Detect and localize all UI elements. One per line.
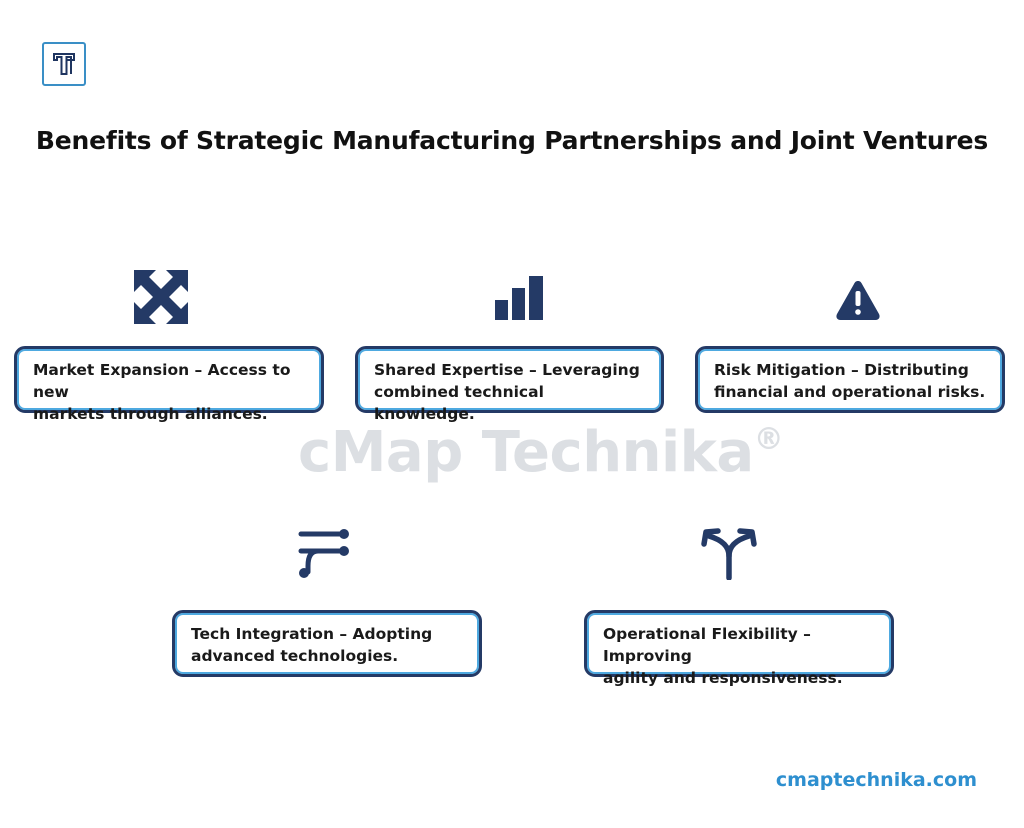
cross-arrows-icon bbox=[134, 270, 188, 324]
watermark: cMap Technika® bbox=[298, 420, 784, 485]
benefit-card-shared-expertise: Shared Expertise – Leveraging combined t… bbox=[355, 346, 664, 423]
benefit-card-text-line1: Risk Mitigation – Distributing bbox=[714, 361, 969, 379]
benefit-card-text-line2: combined technical knowledge. bbox=[374, 383, 544, 423]
integration-icon bbox=[298, 529, 349, 578]
benefit-card-operational-flexibility: Operational Flexibility – Improving agil… bbox=[584, 610, 894, 687]
benefit-card-text-line2: agility and responsiveness. bbox=[603, 669, 843, 687]
warning-icon bbox=[836, 281, 880, 320]
logo-t-icon bbox=[53, 53, 75, 75]
watermark-registered-mark: ® bbox=[753, 422, 784, 457]
page-title: Benefits of Strategic Manufacturing Part… bbox=[35, 126, 989, 155]
benefit-card-text-line1: Operational Flexibility – Improving bbox=[603, 625, 811, 665]
brand-logo bbox=[42, 42, 86, 86]
website-link[interactable]: cmaptechnika.com bbox=[775, 769, 977, 791]
benefit-card-text-line2: markets through alliances. bbox=[33, 405, 268, 423]
benefit-card-market-expansion: Market Expansion – Access to new markets… bbox=[14, 346, 324, 423]
benefit-card-tech-integration: Tech Integration – Adopting advanced tec… bbox=[172, 610, 482, 677]
benefit-card-risk-mitigation: Risk Mitigation – Distributing financial… bbox=[695, 346, 1005, 413]
benefit-card-text-line1: Market Expansion – Access to new bbox=[33, 361, 291, 401]
watermark-text: cMap Technika bbox=[298, 420, 754, 485]
benefit-card-text-line1: Shared Expertise – Leveraging bbox=[374, 361, 640, 379]
benefit-card-text-line1: Tech Integration – Adopting bbox=[191, 625, 433, 643]
benefit-card-text-line2: financial and operational risks. bbox=[714, 383, 986, 401]
benefit-card-text-line2: advanced technologies. bbox=[191, 647, 399, 665]
bar-chart-icon bbox=[495, 276, 543, 320]
fork-arrow-icon bbox=[701, 528, 757, 580]
